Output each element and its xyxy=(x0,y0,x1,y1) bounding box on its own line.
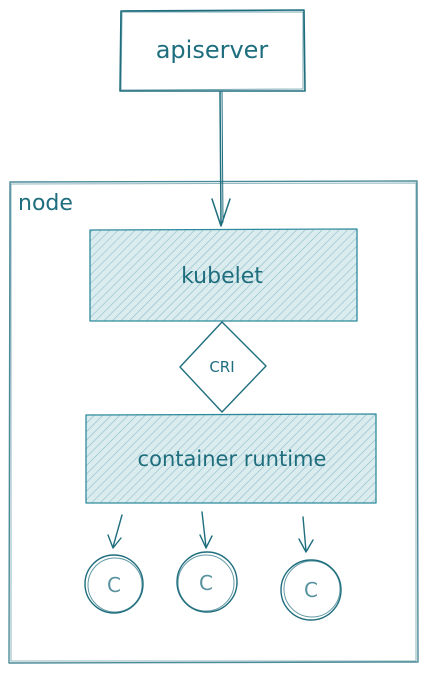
runtime-to-container-arrow xyxy=(298,516,314,553)
container-circle[interactable]: C xyxy=(280,559,342,621)
container-label: C xyxy=(107,573,121,597)
container-label: C xyxy=(199,571,213,595)
node-container: node xyxy=(8,180,419,664)
runtime-to-container-arrow xyxy=(199,511,213,549)
apiserver-box[interactable]: apiserver xyxy=(119,9,306,92)
container-label: C xyxy=(304,578,318,602)
cri-diamond[interactable]: CRI xyxy=(179,321,267,413)
container-circle[interactable]: C xyxy=(84,554,144,614)
cri-label: CRI xyxy=(209,358,234,376)
container-runtime-box[interactable]: container runtime xyxy=(85,413,377,504)
node-label: node xyxy=(18,191,73,216)
runtime-to-container-arrow xyxy=(107,514,123,549)
container-runtime-label: container runtime xyxy=(138,447,327,471)
apiserver-label: apiserver xyxy=(156,36,269,64)
apiserver-to-kubelet-arrow xyxy=(211,91,231,227)
container-circle[interactable]: C xyxy=(176,551,238,613)
kubelet-label: kubelet xyxy=(181,264,263,289)
kubelet-box[interactable]: kubelet xyxy=(89,228,358,322)
